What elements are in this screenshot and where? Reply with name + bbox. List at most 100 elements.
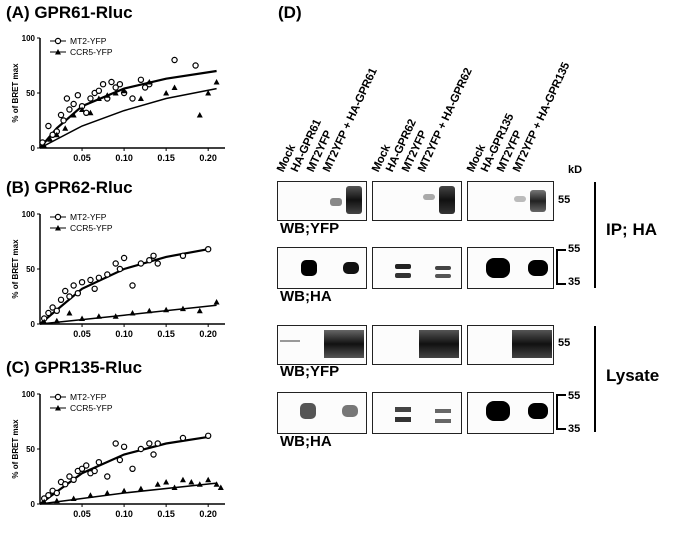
panel-b-title: (B) GPR62-Rluc: [6, 178, 133, 197]
data-point-mt2: [120, 254, 128, 262]
data-point-mt2: [150, 451, 157, 458]
data-point-mt2: [91, 285, 98, 293]
legend-marker-ccr5: [55, 405, 61, 411]
data-point-mt2: [179, 252, 187, 260]
data-point-mt2: [104, 271, 111, 278]
data-point-mt2: [45, 309, 52, 317]
data-point-ccr5: [213, 79, 220, 85]
data-point-mt2: [95, 87, 103, 95]
data-point-ccr5: [163, 90, 170, 96]
fit-line-ccr5: [39, 304, 217, 325]
data-point-mt2: [150, 252, 157, 260]
data-point-mt2: [62, 287, 69, 295]
data-point-ccr5: [70, 112, 77, 118]
blot-ip-yfp-1: [277, 181, 367, 221]
data-point-mt2: [70, 100, 77, 108]
data-point-mt2: [146, 440, 153, 447]
x-tick-label: 0.20: [199, 509, 217, 519]
data-point-ccr5: [171, 484, 178, 490]
data-point-mt2: [116, 265, 124, 273]
data-point-mt2: [70, 282, 77, 289]
data-point-mt2: [192, 62, 199, 69]
x-tick-label: 0.05: [73, 153, 91, 163]
data-point-mt2: [78, 465, 86, 473]
data-point-mt2: [154, 440, 161, 447]
data-point-mt2: [87, 95, 94, 102]
y-tick-label: 100: [22, 34, 36, 43]
data-point-ccr5: [179, 476, 186, 483]
data-point-ccr5: [53, 317, 60, 324]
y-tick-label: 50: [26, 89, 35, 98]
data-point-mt2: [129, 465, 136, 473]
x-tick-label: 0.05: [73, 509, 91, 519]
data-point-ccr5: [53, 497, 60, 504]
data-point-ccr5: [137, 485, 144, 492]
legend-label: MT2-YFP: [70, 36, 107, 46]
data-point-ccr5: [137, 95, 144, 101]
data-point-mt2: [53, 489, 61, 497]
data-point-ccr5: [213, 481, 220, 487]
x-tick-label: 0.20: [199, 329, 217, 339]
data-point-mt2: [57, 296, 65, 304]
data-point-mt2: [204, 432, 212, 440]
data-point-mt2: [45, 122, 52, 130]
data-point-ccr5: [87, 109, 94, 116]
data-point-mt2: [49, 304, 56, 311]
data-point-ccr5: [154, 481, 161, 487]
data-point-mt2: [53, 307, 61, 315]
lysate-bracket: [594, 326, 596, 432]
data-point-mt2: [112, 440, 119, 447]
wb-label-row4: WB;HA: [280, 433, 332, 450]
blot-lys-yfp-1: [277, 325, 367, 365]
legend-label: CCR5-YFP: [70, 47, 113, 57]
data-point-ccr5: [53, 131, 60, 138]
data-point-mt2: [137, 445, 145, 453]
marker-55-row3: 55: [558, 337, 571, 349]
marker-bracket-row2: [556, 249, 566, 285]
marker-55-row2: 55: [568, 243, 581, 255]
data-point-mt2: [63, 95, 71, 102]
legend-label: MT2-YFP: [70, 212, 107, 222]
data-point-ccr5: [121, 87, 128, 94]
data-point-ccr5: [112, 90, 119, 96]
x-tick-label: 0.15: [157, 329, 175, 339]
legend-label: MT2-YFP: [70, 392, 107, 402]
marker-35-row4: 35: [568, 423, 581, 435]
data-point-mt2: [120, 443, 128, 451]
marker-55-row4: 55: [568, 390, 581, 402]
panel-a-title: (A) GPR61-Rluc: [6, 3, 133, 22]
data-point-mt2: [83, 462, 90, 469]
y-tick-label: 50: [26, 445, 35, 454]
data-point-ccr5: [196, 481, 203, 487]
data-point-mt2: [108, 78, 115, 86]
y-tick-label: 100: [22, 210, 36, 219]
y-tick-label: 0: [31, 144, 36, 153]
data-point-mt2: [129, 95, 136, 102]
marker-55-row1: 55: [558, 194, 571, 206]
wb-label-row3: WB;YFP: [280, 363, 340, 380]
ip-bracket: [594, 182, 596, 288]
x-tick-label: 0.15: [157, 153, 175, 163]
data-point-mt2: [66, 293, 73, 300]
data-point-ccr5: [104, 92, 111, 98]
data-point-ccr5: [213, 299, 220, 305]
y-tick-label: 0: [31, 500, 36, 509]
legend-marker-ccr5: [55, 225, 61, 231]
blot-lys-ha-2: [372, 392, 462, 434]
data-point-mt2: [204, 246, 212, 253]
data-point-mt2: [74, 91, 82, 99]
y-axis-label: % of BRET max: [11, 63, 20, 123]
data-point-mt2: [70, 476, 77, 484]
marker-bracket-row4: [556, 394, 566, 430]
data-point-ccr5: [41, 318, 48, 325]
marker-35-row2: 35: [568, 276, 581, 288]
data-point-mt2: [171, 56, 178, 64]
panel-d-title: (D): [278, 3, 302, 22]
blot-lys-ha-1: [277, 392, 367, 434]
data-point-mt2: [45, 491, 52, 499]
data-point-ccr5: [41, 142, 48, 149]
data-point-mt2: [141, 84, 149, 91]
